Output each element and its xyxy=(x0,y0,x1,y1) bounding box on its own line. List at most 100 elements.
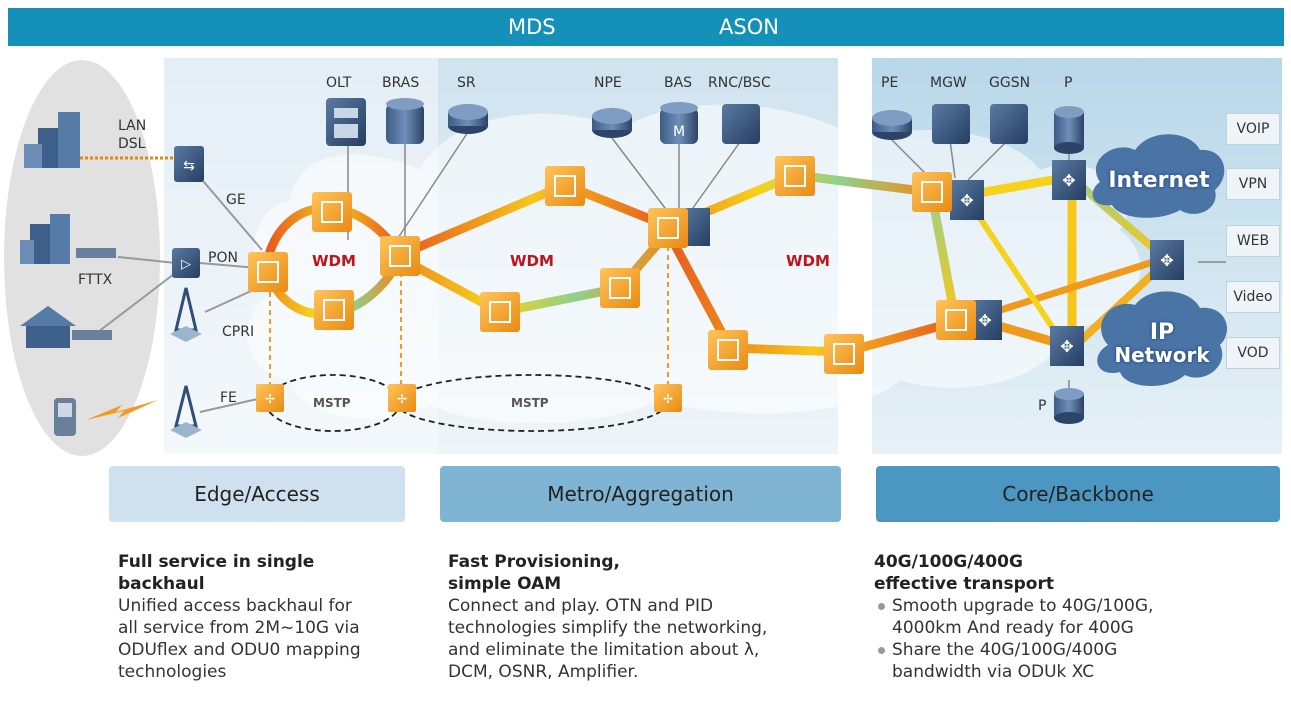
metro-title-line1: Fast Provisioning, xyxy=(448,552,620,572)
p-router-bottom-icon xyxy=(1054,388,1084,424)
internet-cloud xyxy=(1092,134,1225,218)
lightning-icon xyxy=(86,400,158,420)
bras-device-icon xyxy=(386,98,424,144)
p-router-top-icon xyxy=(1054,106,1084,154)
fe-tower-icon xyxy=(170,385,202,438)
metro-body-line3: and eliminate the limitation about λ, xyxy=(448,640,760,660)
otn-node-edge-bottom xyxy=(314,290,354,330)
service-vpn: VPN xyxy=(1226,168,1280,200)
dslam-icon: ⇆ xyxy=(174,146,204,182)
otn-node-metro-1 xyxy=(545,166,585,206)
svg-text:✥: ✥ xyxy=(1060,337,1073,356)
core-bullet-2: Share the 40G/100G/400G bandwidth via OD… xyxy=(874,639,1274,683)
fe-link xyxy=(199,397,263,413)
ge-link xyxy=(191,167,263,251)
service-vod: VOD xyxy=(1226,337,1280,369)
mstp-label-2: MSTP xyxy=(511,396,549,410)
svg-text:✢: ✢ xyxy=(397,392,407,406)
metro-body-line4: DCM, OSNR, Amplifier. xyxy=(448,662,639,682)
otn-node-metro-6 xyxy=(708,330,748,370)
service-web: WEB xyxy=(1226,225,1280,257)
edge-body-line4: technologies xyxy=(118,662,227,682)
label-lan: LAN xyxy=(118,118,147,134)
core-title-line2: effective transport xyxy=(874,574,1054,594)
metro-body-line2: technologies simplify the networking, xyxy=(448,618,768,638)
metro-description: Fast Provisioning, simple OAM Connect an… xyxy=(448,551,848,683)
mstp-node-1: ✢ xyxy=(256,384,284,412)
metro-title-line2: simple OAM xyxy=(448,574,562,594)
label-cpri: CPRI xyxy=(222,324,255,340)
core-description: 40G/100G/400G effective transport Smooth… xyxy=(874,551,1274,683)
fttx-link xyxy=(117,256,177,264)
label-sr: SR xyxy=(457,75,476,91)
label-olt: OLT xyxy=(326,75,352,91)
house-icon xyxy=(20,306,112,348)
pe-router-icon xyxy=(872,110,912,140)
label-pe: PE xyxy=(881,75,899,91)
npe-router-icon xyxy=(592,108,632,138)
otn-node-core-1 xyxy=(912,172,952,212)
otn-node-pon xyxy=(248,252,288,292)
core-bullet-1-line2: 4000km And ready for 400G xyxy=(892,618,1134,638)
section-core-backbone: Core/Backbone xyxy=(876,466,1280,522)
label-p-bottom: P xyxy=(1038,398,1047,414)
edge-description: Full service in single backhaul Unified … xyxy=(118,551,418,683)
otn-node-bras xyxy=(380,236,420,276)
label-pon: PON xyxy=(208,250,238,266)
core-bullet-2-line1: Share the 40G/100G/400G xyxy=(892,640,1118,660)
edge-body-line2: all service from 2M~10G via xyxy=(118,618,360,638)
sr-router-icon xyxy=(448,104,488,134)
label-npe: NPE xyxy=(594,75,622,91)
wdm-label-core: WDM xyxy=(786,252,830,270)
core-router-4: ✥ xyxy=(1050,326,1084,366)
bas-device-icon: M xyxy=(660,102,698,144)
svg-text:✥: ✥ xyxy=(1160,251,1173,270)
metro-body-line1: Connect and play. OTN and PID xyxy=(448,596,714,616)
label-ggsn: GGSN xyxy=(989,75,1031,91)
otn-node-core-2 xyxy=(936,300,976,340)
wdm-label-edge: WDM xyxy=(312,252,356,270)
section-edge-access: Edge/Access xyxy=(109,466,405,522)
ip-cloud-label-line2: Network xyxy=(1114,343,1210,367)
svg-text:M: M xyxy=(673,124,685,140)
svg-text:✥: ✥ xyxy=(960,191,973,210)
svg-text:▷: ▷ xyxy=(181,257,191,272)
label-rnc-bsc: RNC/BSC xyxy=(708,75,771,91)
mobile-phone-icon xyxy=(54,398,76,436)
label-mgw: MGW xyxy=(930,75,967,91)
cpri-tower-icon xyxy=(170,287,202,342)
ggsn-device-icon xyxy=(990,104,1028,144)
ip-network-cloud xyxy=(1097,291,1228,387)
mstp-node-3: ✢ xyxy=(654,384,682,412)
otn-node-metro-2 xyxy=(648,208,688,248)
otn-node-edge-top xyxy=(312,192,352,232)
network-diagram: ⇆ ▷ M ✥ ✥ ✥ ✥ ✥ ✢ ✢ ✢ xyxy=(4,60,1228,456)
edge-title-line1: Full service in single xyxy=(118,552,315,572)
mstp-node-2: ✢ xyxy=(388,384,416,412)
olt-device-icon xyxy=(326,98,366,146)
internet-cloud-label: Internet xyxy=(1108,168,1210,193)
core-bullet-2-line2: bandwidth via ODUk XC xyxy=(892,662,1095,682)
mstp-label-1: MSTP xyxy=(313,396,351,410)
wdm-label-metro: WDM xyxy=(510,252,554,270)
core-router-3: ✥ xyxy=(1052,160,1086,200)
core-router-5: ✥ xyxy=(1150,240,1184,280)
core-title-line1: 40G/100G/400G xyxy=(874,552,1023,572)
label-ge: GE xyxy=(226,192,246,208)
building-icon-1 xyxy=(24,112,80,168)
building-icon-2 xyxy=(20,214,116,264)
label-bas: BAS xyxy=(664,75,693,91)
svg-text:⇆: ⇆ xyxy=(183,158,195,174)
banner-mds: MDS xyxy=(508,15,556,39)
label-dsl: DSL xyxy=(118,136,146,152)
top-banner: MDS ASON xyxy=(8,8,1284,46)
svg-text:✥: ✥ xyxy=(978,311,991,330)
otn-node-metro-7 xyxy=(824,334,864,374)
otn-node-metro-5 xyxy=(775,156,815,196)
rnc-bsc-device-icon xyxy=(722,104,760,144)
otn-node-metro-3 xyxy=(480,292,520,332)
section-metro-aggregation: Metro/Aggregation xyxy=(440,466,841,522)
fttx-home-link xyxy=(97,273,175,333)
edge-body-line1: Unified access backhaul for xyxy=(118,596,352,616)
label-fe: FE xyxy=(220,390,237,406)
